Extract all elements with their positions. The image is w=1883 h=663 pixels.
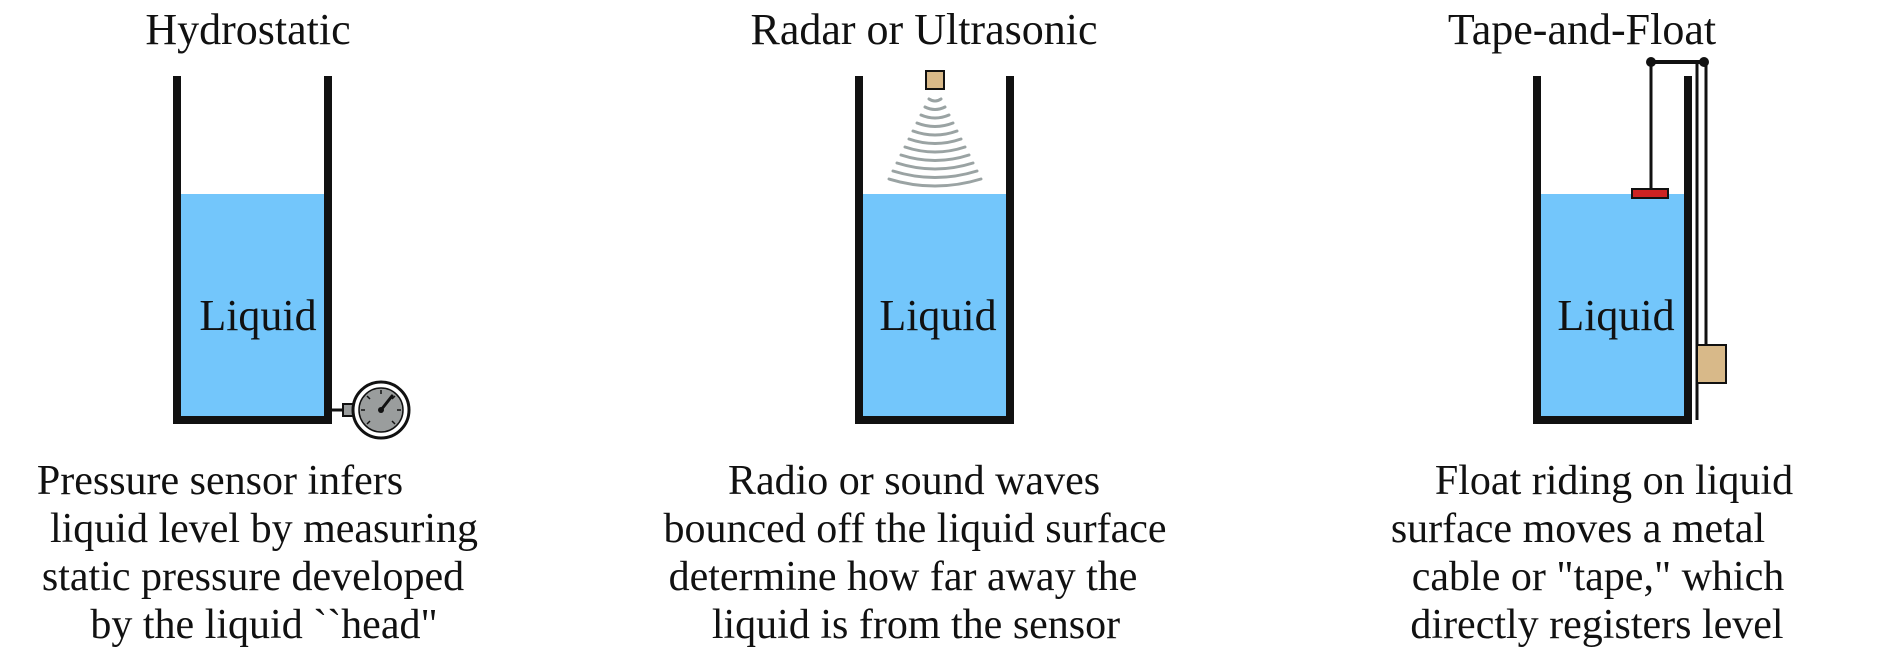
liquid-label: Liquid [1557, 291, 1674, 340]
liquid-label: Liquid [879, 291, 996, 340]
panel-radar-ultrasonic: Radar or Ultrasonic Liquid Radio or soun… [663, 5, 1166, 648]
tank-walls [1533, 76, 1692, 424]
liquid-fill [859, 194, 1010, 420]
wave-emission-icon [887, 97, 983, 188]
liquid-fill [1537, 194, 1688, 420]
description-line: liquid level by measuring [50, 506, 478, 552]
float-icon [1631, 188, 1669, 199]
panel-hydrostatic: Hydrostatic Liquid Pressure sensor infer… [37, 5, 478, 648]
description-line: surface moves a metal [1391, 506, 1765, 552]
liquid-fill [177, 194, 328, 420]
counterweight-icon [1696, 344, 1727, 384]
panel-title: Hydrostatic [145, 5, 350, 54]
description-line: bounced off the liquid surface [663, 506, 1166, 552]
pressure-gauge-icon [330, 380, 411, 440]
liquid-label: Liquid [199, 291, 316, 340]
description-line: Radio or sound waves [728, 458, 1100, 504]
description-line: Float riding on liquid [1435, 458, 1793, 504]
panel-tape-and-float: Tape-and-Float Liquid Float riding on li… [1391, 5, 1793, 648]
description-line: Pressure sensor infers [37, 458, 403, 504]
description-line: determine how far away the [669, 554, 1138, 600]
description-line: by the liquid ``head" [90, 602, 437, 648]
pulley-icon [1699, 57, 1709, 67]
panel-title: Radar or Ultrasonic [751, 5, 1098, 54]
panel-title: Tape-and-Float [1448, 5, 1716, 54]
description-line: directly registers level [1410, 602, 1783, 648]
pulley-icon [1646, 57, 1656, 67]
description-line: liquid is from the sensor [712, 602, 1120, 648]
tank-walls [855, 76, 1014, 424]
description-line: cable or "tape," which [1412, 554, 1784, 600]
tank-walls [173, 76, 332, 424]
level-sensor-icon [925, 70, 945, 90]
description-line: static pressure developed [42, 554, 464, 600]
